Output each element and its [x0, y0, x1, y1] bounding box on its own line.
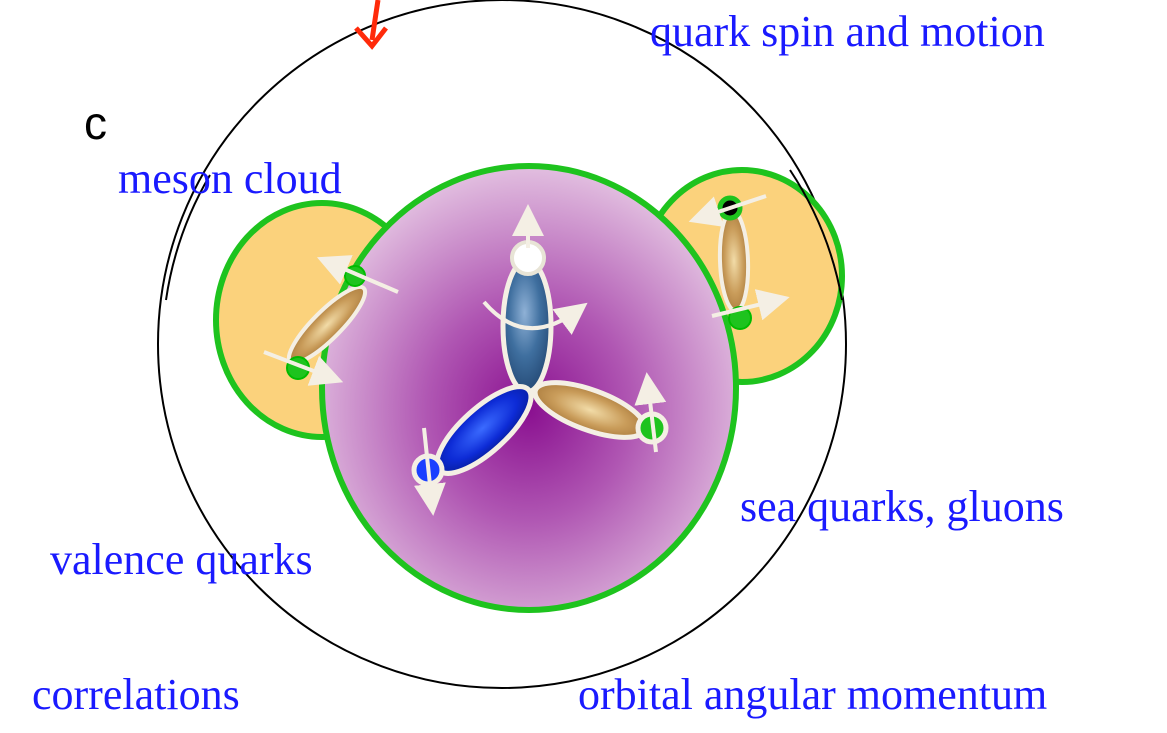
valence-quark-steel	[482, 204, 588, 395]
label-correlations: correlations	[32, 670, 240, 719]
valence-quark-tan	[532, 372, 669, 453]
cut-off-letter: c	[84, 97, 107, 149]
outer-boundary-circle	[157, 0, 847, 689]
label-quark-spin-and-motion: quark spin and motion	[650, 7, 1045, 56]
label-meson-cloud: meson cloud	[118, 154, 342, 203]
meson-right-pair	[688, 194, 790, 330]
red-arrow-icon	[354, 0, 388, 50]
label-valence-quarks: valence quarks	[50, 535, 313, 584]
outer-boundary-overlay	[165, 174, 211, 301]
label-orbital-angular-momentum: orbital angular momentum	[578, 670, 1048, 719]
label-sea-quarks-gluons: sea quarks, gluons	[740, 482, 1064, 531]
meson-left-pair	[263, 255, 399, 386]
outer-boundary-overlay-right	[789, 169, 843, 301]
valence-quark-blue	[411, 384, 534, 516]
